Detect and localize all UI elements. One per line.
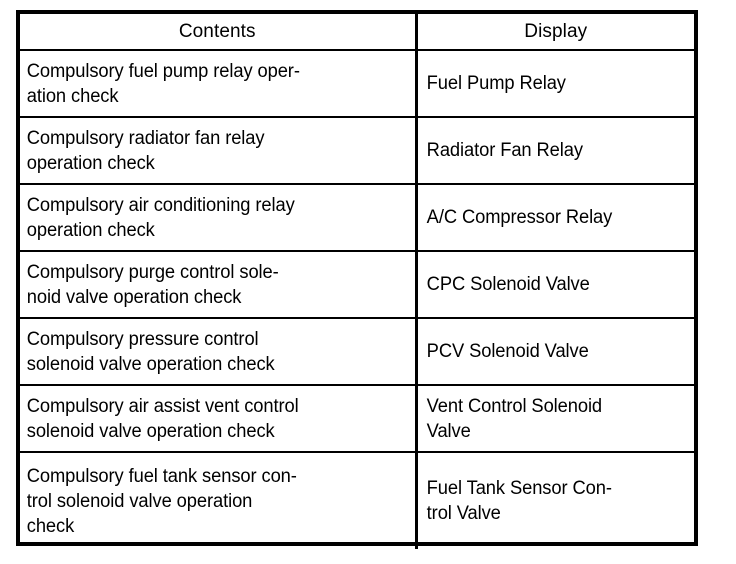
cell-contents-text: Compulsory air conditioning relay operat…: [26, 194, 295, 241]
table: Contents Display Compulsory fuel pump re…: [20, 14, 694, 549]
cell-display: Fuel Pump Relay: [416, 50, 694, 117]
table-row: Compulsory radiator fan relay operation …: [20, 117, 694, 184]
table-row: Compulsory air assist vent control solen…: [20, 385, 694, 452]
cell-display-text: A/C Compressor Relay: [426, 207, 612, 228]
cell-display-text: Radiator Fan Relay: [426, 140, 583, 161]
table-row: Compulsory pressure control solenoid val…: [20, 318, 694, 385]
cell-contents: Compulsory purge control sole- noid valv…: [20, 251, 418, 318]
cell-display: CPC Solenoid Valve: [416, 251, 694, 318]
column-header-display: Display: [524, 20, 588, 42]
cell-display: Fuel Tank Sensor Con- trol Valve: [416, 452, 694, 549]
compulsory-operation-check-table: Contents Display Compulsory fuel pump re…: [16, 10, 698, 549]
cell-contents: Compulsory pressure control solenoid val…: [20, 318, 418, 385]
table-header-row: Contents Display: [20, 14, 694, 50]
cell-contents-text: Compulsory pressure control solenoid val…: [26, 328, 275, 375]
cell-display-text: PCV Solenoid Valve: [426, 341, 589, 362]
table-row: Compulsory air conditioning relay operat…: [20, 184, 694, 251]
cell-contents: Compulsory fuel pump relay oper- ation c…: [20, 50, 418, 117]
cell-contents-text: Compulsory radiator fan relay operation …: [26, 127, 265, 174]
table-row: Compulsory fuel pump relay oper- ation c…: [20, 50, 694, 117]
table-row: Compulsory fuel tank sensor con- trol so…: [20, 452, 694, 549]
cell-display-text: Fuel Pump Relay: [426, 73, 566, 94]
cell-contents: Compulsory fuel tank sensor con- trol so…: [20, 452, 418, 549]
cell-display-text: CPC Solenoid Valve: [426, 274, 590, 295]
cell-contents-text: Compulsory purge control sole- noid valv…: [26, 261, 279, 308]
table-header: Contents Display: [20, 14, 694, 50]
table-body: Compulsory fuel pump relay oper- ation c…: [20, 50, 694, 549]
cell-contents-text: Compulsory fuel pump relay oper- ation c…: [26, 60, 300, 107]
cell-contents-text: Compulsory air assist vent control solen…: [26, 395, 299, 442]
cell-contents: Compulsory air assist vent control solen…: [20, 385, 418, 452]
cell-display: Radiator Fan Relay: [416, 117, 694, 184]
cell-display: PCV Solenoid Valve: [416, 318, 694, 385]
cell-contents: Compulsory air conditioning relay operat…: [20, 184, 418, 251]
cell-display-text: Vent Control Solenoid Valve: [426, 395, 602, 442]
table-row: Compulsory purge control sole- noid valv…: [20, 251, 694, 318]
cell-contents-text: Compulsory fuel tank sensor con- trol so…: [26, 465, 297, 537]
column-header-contents: Contents: [20, 14, 418, 50]
cell-display-text: Fuel Tank Sensor Con- trol Valve: [426, 478, 612, 524]
cell-display: A/C Compressor Relay: [416, 184, 694, 251]
cell-contents: Compulsory radiator fan relay operation …: [20, 117, 418, 184]
cell-display: Vent Control Solenoid Valve: [416, 385, 694, 452]
